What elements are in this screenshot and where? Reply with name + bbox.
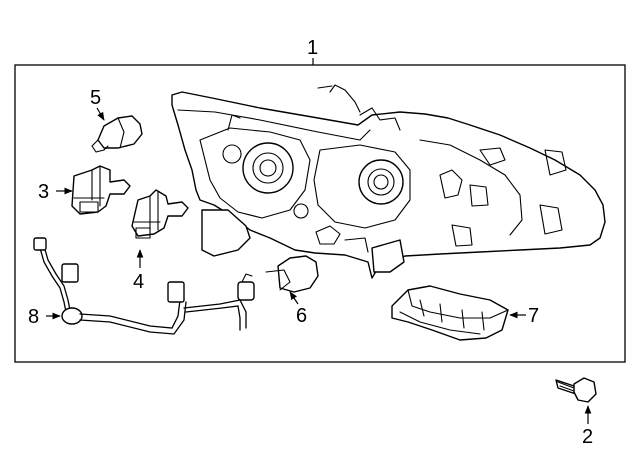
bulb-5 — [91, 115, 143, 153]
assembly-frame — [14, 64, 626, 363]
headlamp-housing — [171, 84, 606, 279]
cap-6 — [265, 255, 319, 293]
callout-7: 7 — [528, 305, 539, 327]
callout-2: 2 — [582, 426, 593, 448]
callout-4: 4 — [133, 271, 144, 293]
callout-3: 3 — [38, 181, 49, 203]
callout-1: 1 — [307, 37, 318, 59]
leader-6 — [289, 291, 299, 305]
socket-4 — [131, 189, 189, 239]
callout-8: 8 — [28, 306, 39, 328]
bracket-7 — [391, 285, 509, 341]
callout-6: 6 — [296, 305, 307, 327]
leader-5 — [96, 107, 105, 121]
callout-5: 5 — [90, 87, 101, 109]
wiring-harness-8 — [33, 237, 255, 335]
socket-3 — [71, 165, 131, 215]
bolt-2 — [555, 377, 597, 403]
